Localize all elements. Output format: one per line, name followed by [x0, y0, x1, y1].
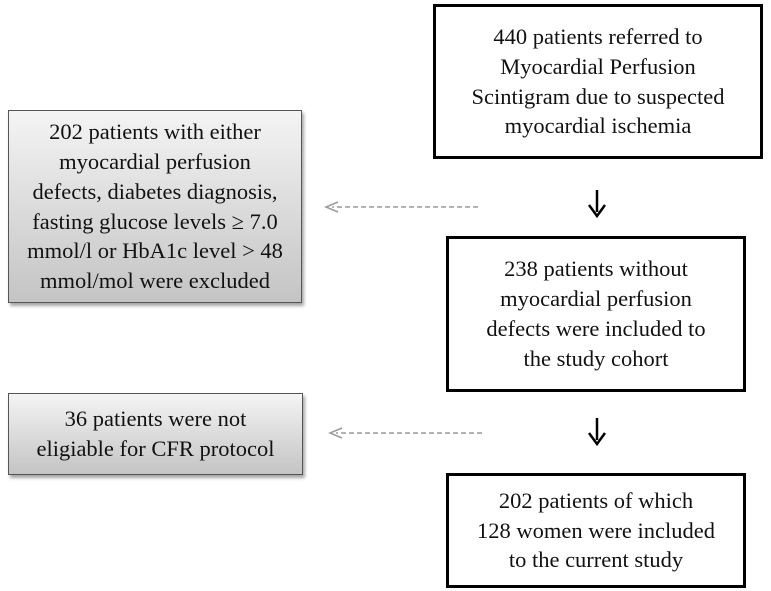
included-cohort-text: 238 patients without myocardial perfusio…: [486, 256, 706, 371]
down-arrow-1: [587, 190, 607, 219]
dashed-arrow-excluded: [324, 201, 478, 213]
referred-patients-text: 440 patients referred to Myocardial Perf…: [471, 23, 725, 139]
down-arrow-2: [587, 418, 607, 447]
final-study-box: 202 patients of which 128 women were inc…: [446, 473, 746, 588]
not-eligible-text: 36 patients were not eligiable for CFR p…: [36, 406, 275, 461]
referred-patients-box: 440 patients referred to Myocardial Perf…: [433, 4, 763, 159]
excluded-patients-text: 202 patients with either myocardial perf…: [27, 118, 283, 294]
excluded-patients-box: 202 patients with either myocardial perf…: [8, 110, 302, 303]
final-study-text: 202 patients of which 128 women were inc…: [476, 487, 716, 573]
included-cohort-box: 238 patients without myocardial perfusio…: [446, 236, 746, 392]
dashed-arrow-not-eligible: [328, 427, 482, 439]
not-eligible-box: 36 patients were not eligiable for CFR p…: [8, 393, 303, 475]
